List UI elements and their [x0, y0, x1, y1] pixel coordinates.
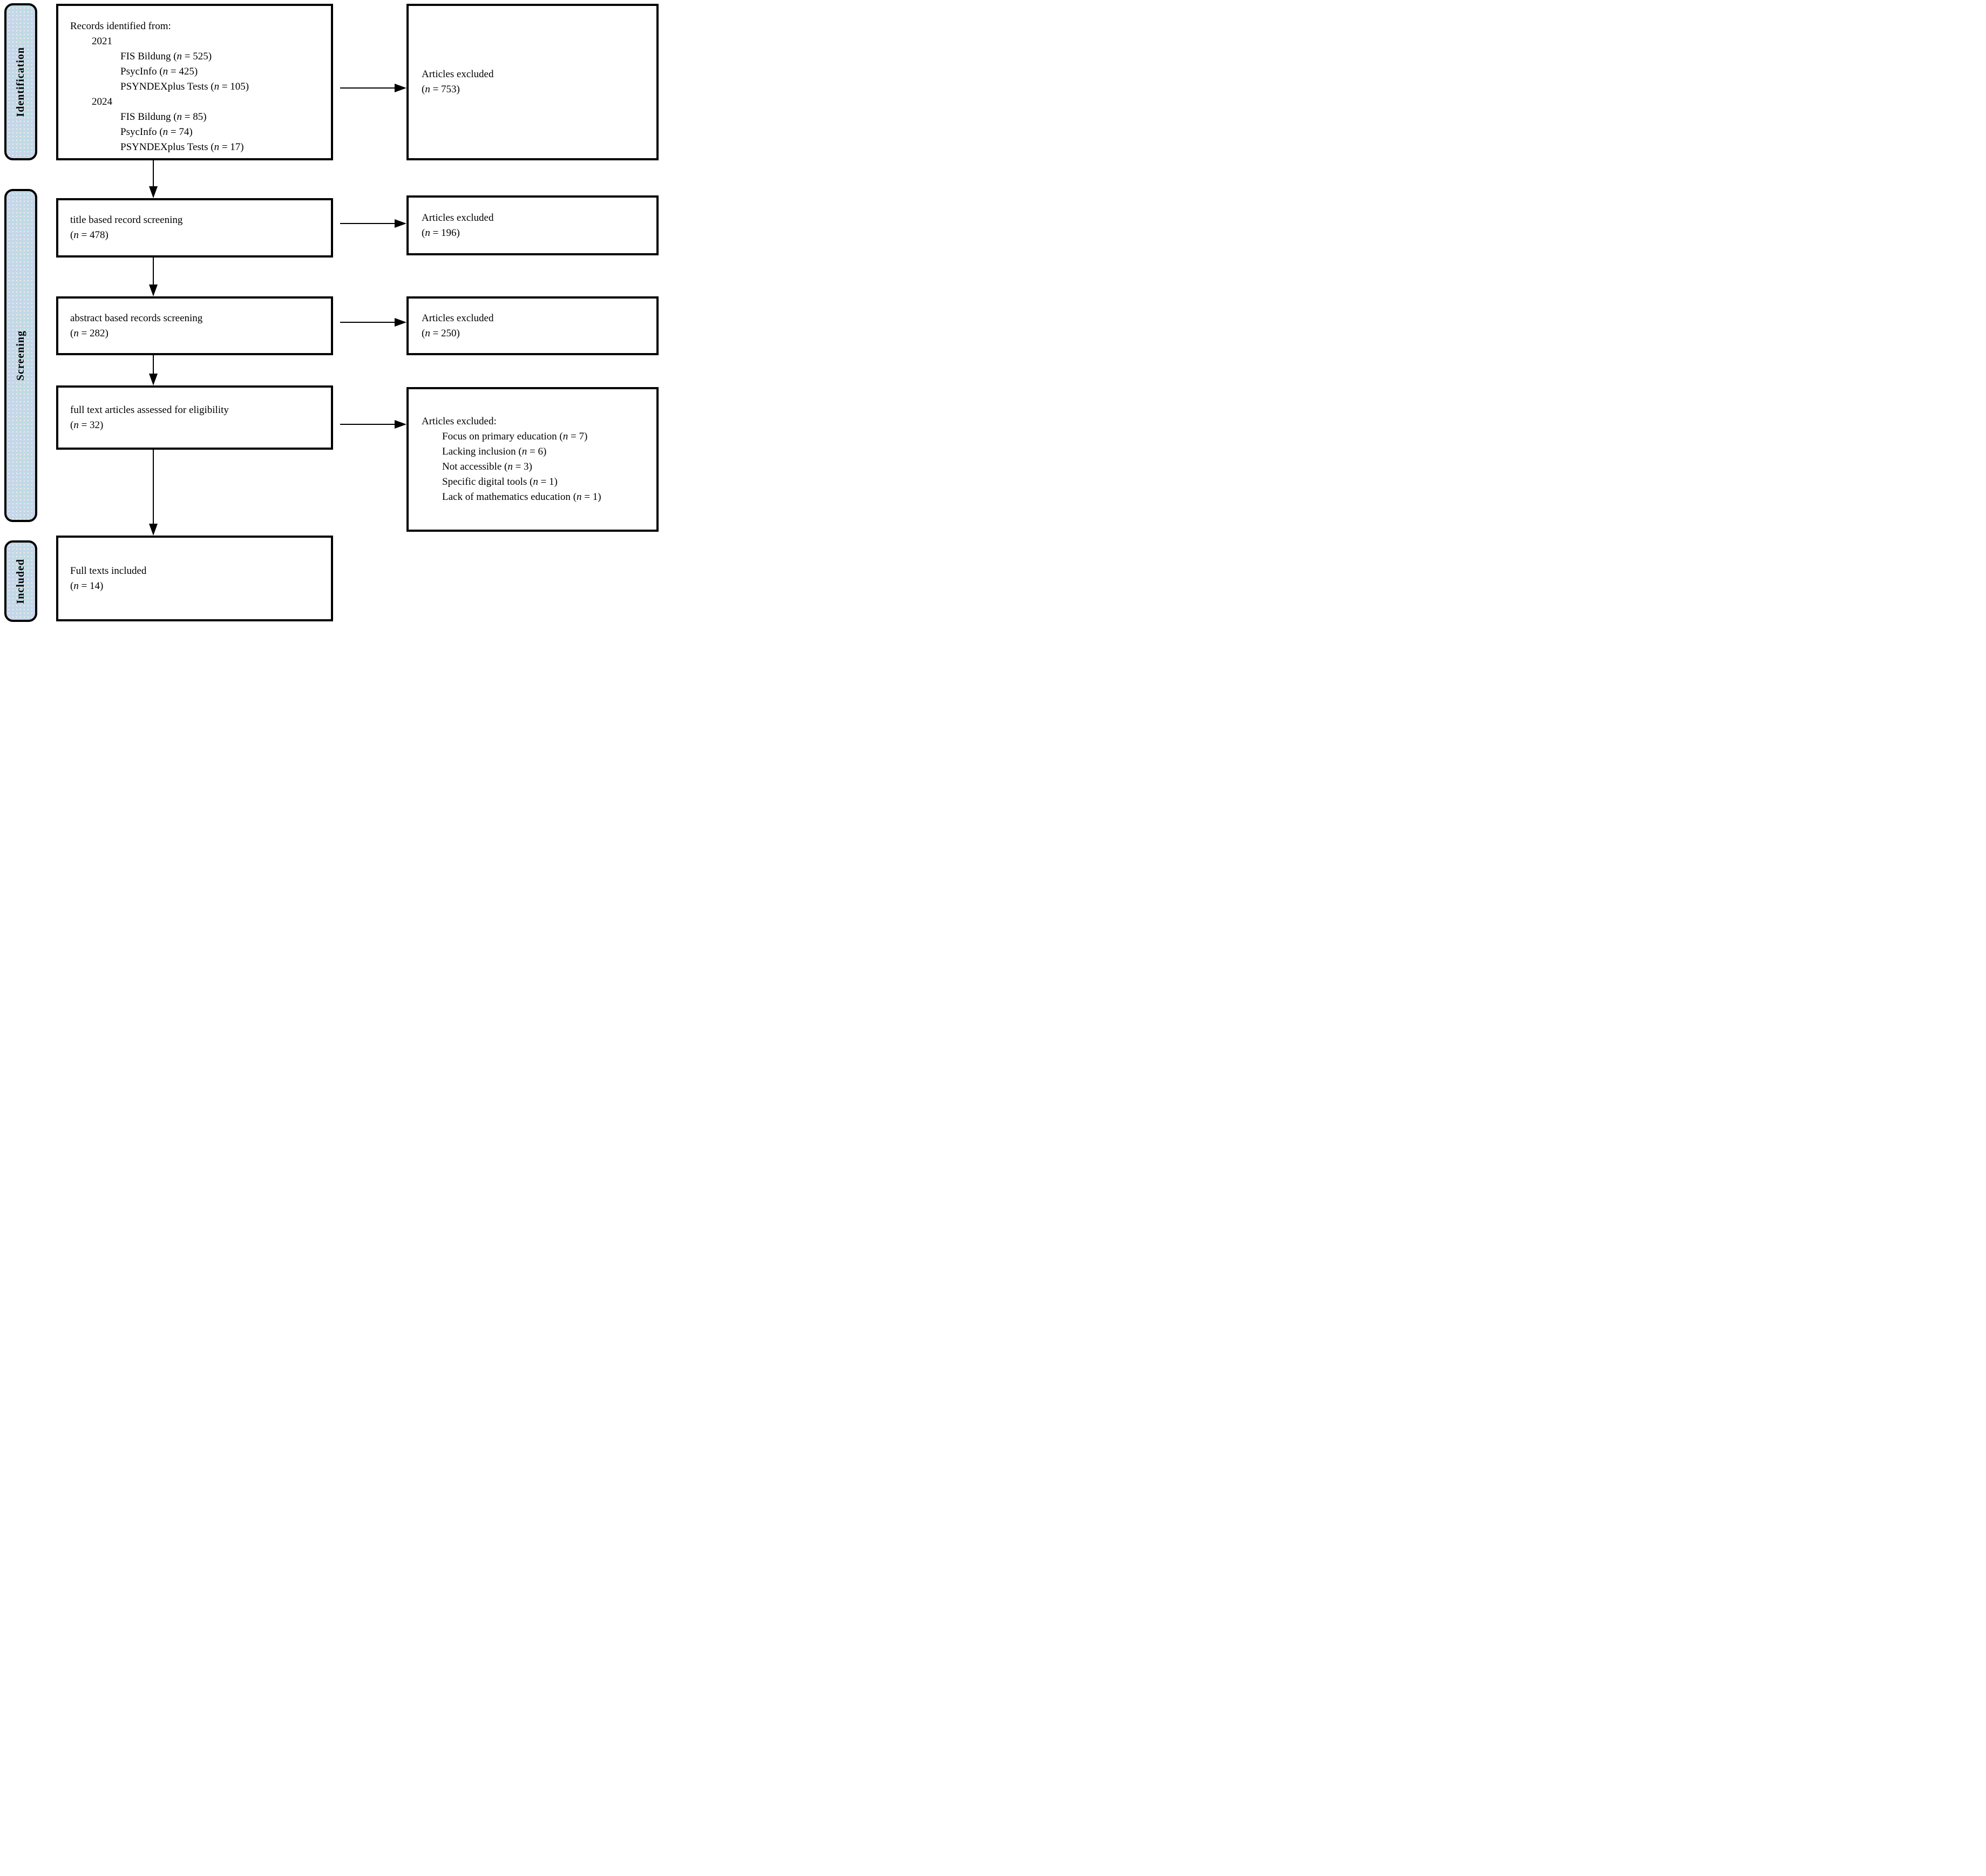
arrow-head-fulltext-to-included [149, 524, 158, 536]
excluded-label: Articles excluded [422, 69, 494, 80]
records-identified-title: Records identified from: [70, 21, 171, 32]
stage-label-screening: Screening [4, 189, 37, 522]
source-line: PSYNDEXplus Tests (n = 105) [120, 79, 328, 94]
source-count: (n = 105) [211, 81, 249, 92]
reason-name: Focus on primary education [442, 431, 557, 442]
source-name: PSYNDEXplus Tests [120, 81, 208, 92]
reason-count: (n = 7) [559, 431, 588, 442]
arrow-line-abstract-to-fulltext [153, 355, 154, 375]
excluded-after-abstract-box: Articles excluded (n = 250) [406, 296, 659, 355]
source-line: FIS Bildung (n = 525) [120, 49, 328, 64]
exclusion-reason: Focus on primary education (n = 7) [442, 429, 652, 444]
arrow-head-abstract-to-fulltext [149, 374, 158, 385]
excluded-label: Articles excluded: [422, 416, 497, 427]
arrow-head-to-excluded-reasons [395, 420, 406, 429]
arrow-line-to-excluded-753 [340, 87, 396, 89]
reason-name: Lack of mathematics education [442, 491, 571, 503]
source-line: FIS Bildung (n = 85) [120, 110, 328, 125]
title-screening-label: title based record screening [70, 214, 183, 226]
abstract-screening-label: abstract based records screening [70, 312, 203, 324]
prisma-flow-diagram: Identification Screening Included Record… [0, 0, 662, 625]
title-screening-count: (n = 478) [70, 229, 109, 241]
arrow-line-title-to-abstract [153, 258, 154, 286]
excluded-count: (n = 753) [422, 84, 460, 95]
source-line: PsycInfo (n = 74) [120, 125, 328, 140]
full-texts-included-box: Full texts included (n = 14) [56, 536, 333, 621]
source-line: PSYNDEXplus Tests (n = 17) [120, 140, 328, 155]
arrow-head-title-to-abstract [149, 285, 158, 296]
reason-name: Lacking inclusion [442, 446, 516, 457]
abstract-screening-box: abstract based records screening (n = 28… [56, 296, 333, 355]
arrow-head-to-excluded-196 [395, 219, 406, 228]
exclusion-reason: Specific digital tools (n = 1) [442, 475, 652, 490]
source-count: (n = 17) [211, 141, 244, 153]
source-name: FIS Bildung [120, 51, 171, 62]
full-texts-included-label: Full texts included [70, 565, 147, 577]
excluded-count: (n = 250) [422, 327, 460, 339]
excluded-after-full-text-box: Articles excluded: Focus on primary educ… [406, 387, 659, 532]
source-line: PsycInfo (n = 425) [120, 64, 328, 79]
arrow-head-identification-to-title [149, 186, 158, 198]
reason-count: (n = 1) [530, 476, 558, 487]
full-text-assessed-label: full text articles assessed for eligibil… [70, 404, 229, 416]
year-2021-label: 2021 [92, 36, 112, 47]
arrow-line-to-excluded-reasons [340, 424, 396, 425]
reason-name: Not accessible [442, 461, 502, 472]
stage-label-screening-text: Screening [15, 330, 26, 381]
excluded-after-identification-box: Articles excluded (n = 753) [406, 4, 659, 160]
stage-label-identification: Identification [4, 3, 37, 160]
arrow-line-identification-to-title [153, 160, 154, 187]
full-text-assessed-box: full text articles assessed for eligibil… [56, 385, 333, 450]
exclusion-reason: Not accessible (n = 3) [442, 459, 652, 475]
title-screening-box: title based record screening (n = 478) [56, 198, 333, 258]
source-count: (n = 425) [159, 66, 198, 77]
source-name: PsycInfo [120, 66, 157, 77]
excluded-count: (n = 196) [422, 227, 460, 239]
year-2024-label: 2024 [92, 96, 112, 107]
reason-name: Specific digital tools [442, 476, 527, 487]
source-name: PSYNDEXplus Tests [120, 141, 208, 153]
arrow-head-to-excluded-250 [395, 318, 406, 327]
source-name: FIS Bildung [120, 111, 171, 123]
stage-label-included: Included [4, 540, 37, 622]
excluded-after-title-box: Articles excluded (n = 196) [406, 195, 659, 255]
source-count: (n = 74) [159, 126, 193, 138]
records-identified-box: Records identified from: 2021 FIS Bildun… [56, 4, 333, 160]
exclusion-reason: Lacking inclusion (n = 6) [442, 444, 652, 459]
source-count: (n = 85) [173, 111, 207, 123]
source-name: PsycInfo [120, 126, 157, 138]
abstract-screening-count: (n = 282) [70, 327, 109, 339]
arrow-head-to-excluded-753 [395, 84, 406, 92]
arrow-line-fulltext-to-included [153, 450, 154, 525]
excluded-label: Articles excluded [422, 212, 494, 224]
stage-label-identification-text: Identification [15, 46, 26, 117]
source-count: (n = 525) [173, 51, 212, 62]
reason-count: (n = 3) [504, 461, 532, 472]
stage-label-included-text: Included [15, 558, 26, 604]
arrow-line-to-excluded-196 [340, 223, 396, 224]
excluded-label: Articles excluded [422, 312, 494, 324]
full-text-assessed-count: (n = 32) [70, 419, 104, 431]
reason-count: (n = 6) [518, 446, 547, 457]
full-texts-included-count: (n = 14) [70, 580, 104, 592]
arrow-line-to-excluded-250 [340, 322, 396, 323]
reason-count: (n = 1) [573, 491, 601, 503]
exclusion-reason: Lack of mathematics education (n = 1) [442, 490, 652, 505]
